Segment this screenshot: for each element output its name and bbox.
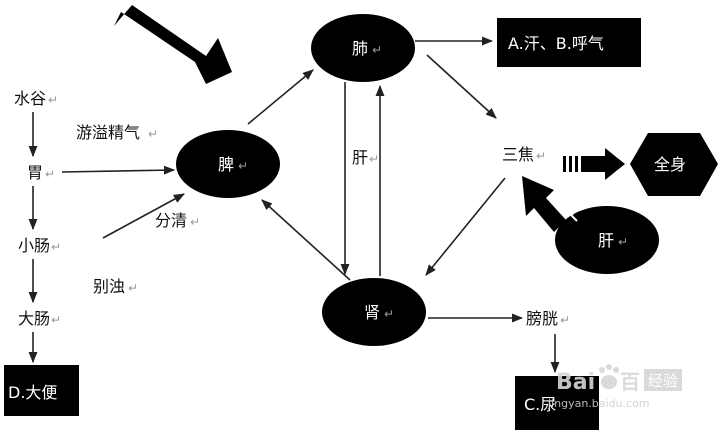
lung-node	[311, 14, 415, 82]
separate-clear-label: 分清	[155, 211, 187, 230]
kidney-label: 肾	[364, 303, 380, 322]
big-decorative-arrow	[114, 5, 232, 84]
stool-label: D.大便	[8, 383, 57, 402]
lung-label: 肺	[352, 39, 368, 58]
para-mark: ↵	[618, 235, 628, 249]
urine-label: C.尿	[524, 395, 556, 414]
urine-box	[515, 376, 599, 430]
watermark-brand: Bai	[556, 370, 595, 395]
kidney-node	[322, 278, 426, 346]
para-mark: ↵	[238, 159, 248, 173]
sanjiao-to-whole-body-arrow	[563, 148, 625, 180]
water-grain-label: 水谷	[14, 89, 46, 108]
para-mark: ↵	[384, 307, 394, 321]
arrow-small-intestine-to-spleen	[102, 193, 185, 239]
arrow-stomach-to-spleen	[61, 165, 176, 175]
whole-body-label: 全身	[654, 155, 686, 174]
para-mark: ↵	[51, 313, 61, 327]
liver-label: 肝	[598, 231, 614, 250]
whole-body-node	[630, 133, 718, 196]
para-mark: ↵	[372, 43, 382, 57]
watermark-label-box	[644, 369, 682, 391]
para-mark: ↵	[190, 215, 200, 229]
arrow-sanjiao-to-kidney	[425, 177, 506, 276]
para-mark: ↵	[369, 152, 379, 166]
sanjiao-label: 三焦	[502, 145, 534, 164]
small-intestine-label: 小肠	[18, 236, 50, 255]
arrow-lung-to-sanjiao	[426, 54, 497, 119]
para-mark: ↵	[148, 127, 158, 141]
para-mark: ↵	[51, 240, 61, 254]
para-mark: ↵	[560, 313, 570, 327]
stomach-label: 胃	[27, 163, 43, 182]
large-intestine-label: 大肠	[18, 309, 50, 328]
bladder-label: 膀胱	[526, 309, 558, 328]
arrow-kidney-to-spleen	[261, 199, 351, 281]
sweat-breath-label: A.汗、B.呼气	[508, 34, 604, 53]
para-mark: ↵	[45, 167, 55, 181]
para-mark: ↵	[536, 149, 546, 163]
para-mark: ↵	[48, 93, 58, 107]
overflow-essence-label: 游溢精气	[76, 123, 140, 142]
liver-node	[555, 206, 659, 274]
watermark-label: 经验	[648, 372, 678, 390]
paw-icon	[599, 364, 619, 389]
liver-to-sanjiao-arrow	[522, 176, 578, 232]
arrow-spleen-to-lung	[247, 69, 314, 125]
separate-turbid-label: 别浊	[93, 277, 125, 296]
watermark-brand2: 百	[620, 370, 640, 394]
para-mark: ↵	[128, 281, 138, 295]
liver-middle-label: 肝	[352, 148, 368, 167]
spleen-node	[176, 130, 280, 198]
watermark-site: jingyan.baidu.com	[547, 397, 650, 410]
spleen-label: 脾	[218, 155, 234, 174]
baidu-watermark: Bai 百 经验 jingyan.baidu.com	[547, 364, 682, 410]
stool-box	[4, 365, 79, 416]
sweat-breath-box	[497, 18, 641, 67]
